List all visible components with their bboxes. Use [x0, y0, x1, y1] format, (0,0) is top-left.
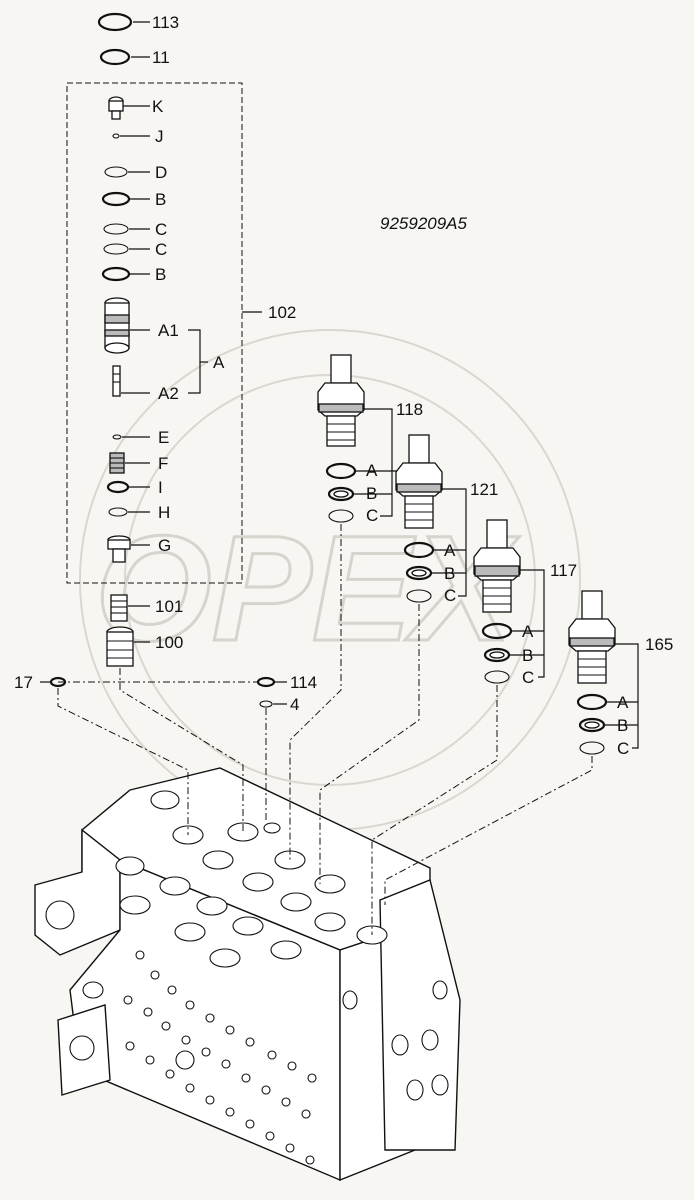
valve-165 [568, 590, 616, 755]
valve-117 [473, 519, 521, 684]
label-121: 121 [470, 480, 498, 499]
label-100: 100 [155, 633, 183, 652]
label-4: 4 [290, 695, 299, 714]
spool-a1 [104, 297, 130, 354]
ring-b-lower [101, 266, 131, 282]
label-c-upper: C [155, 220, 167, 239]
label-17: 17 [14, 673, 33, 692]
ring-11 [99, 48, 131, 66]
ring-c-upper [103, 223, 129, 235]
label-b-lower: B [155, 265, 166, 284]
label-a1: A1 [158, 321, 179, 340]
label-j: J [155, 127, 164, 146]
label-f: F [158, 454, 168, 473]
cap-100 [106, 626, 134, 667]
spring-f [109, 452, 125, 474]
label-i: I [158, 478, 163, 497]
ring-j [112, 133, 120, 139]
drawing-code: 9259209A5 [380, 214, 468, 233]
ring-b-upper [101, 191, 131, 207]
spool-stack [97, 12, 208, 667]
label-117-a: A [522, 622, 534, 641]
ring-113 [97, 12, 133, 32]
assembly-102-box [66, 82, 243, 584]
label-h: H [158, 503, 170, 522]
label-117-b: B [522, 646, 533, 665]
label-a2: A2 [158, 384, 179, 403]
label-121-c: C [444, 586, 456, 605]
assembly-leaders [57, 524, 593, 935]
label-k: K [152, 97, 164, 116]
ring-c-lower [103, 243, 129, 255]
pin-a2 [112, 365, 121, 397]
label-g: G [158, 536, 171, 555]
label-118: 118 [396, 400, 423, 419]
label-113: 113 [152, 13, 179, 32]
bracket-a [188, 329, 201, 394]
label-c-lower: C [155, 240, 167, 259]
ring-4 [259, 700, 273, 708]
ring-114 [256, 676, 276, 688]
label-165-a: A [617, 693, 629, 712]
label-117-c: C [522, 668, 534, 687]
label-117: 117 [550, 561, 577, 580]
bracket-118 [364, 408, 393, 517]
label-a: A [213, 353, 225, 372]
label-118-c: C [366, 506, 378, 525]
label-d: D [155, 163, 167, 182]
ring-h [108, 507, 128, 517]
label-114: 114 [290, 673, 317, 692]
label-118-b: B [366, 484, 377, 503]
label-165-c: C [617, 739, 629, 758]
label-121-b: B [444, 564, 455, 583]
label-b-upper: B [155, 190, 166, 209]
label-165-b: B [617, 716, 628, 735]
valve-121 [395, 434, 443, 603]
plug-k [108, 96, 124, 120]
label-11: 11 [152, 48, 170, 67]
bracket-117 [520, 569, 545, 678]
front-face-bolts [123, 950, 317, 1165]
watermark-text: OPEX [95, 504, 520, 672]
bracket-121 [442, 488, 467, 597]
spring-101 [110, 594, 128, 622]
label-101: 101 [155, 597, 183, 616]
label-e: E [158, 428, 169, 447]
label-165: 165 [645, 635, 673, 654]
label-118-a: A [366, 461, 378, 480]
ring-i [106, 480, 130, 494]
plug-g [107, 535, 131, 563]
label-121-a: A [444, 541, 456, 560]
label-102: 102 [268, 303, 296, 322]
ring-d [104, 166, 128, 178]
right-plate-bolts [342, 980, 449, 1101]
ring-e [112, 434, 122, 440]
bracket-165 [615, 643, 639, 749]
valve-118 [317, 354, 365, 523]
